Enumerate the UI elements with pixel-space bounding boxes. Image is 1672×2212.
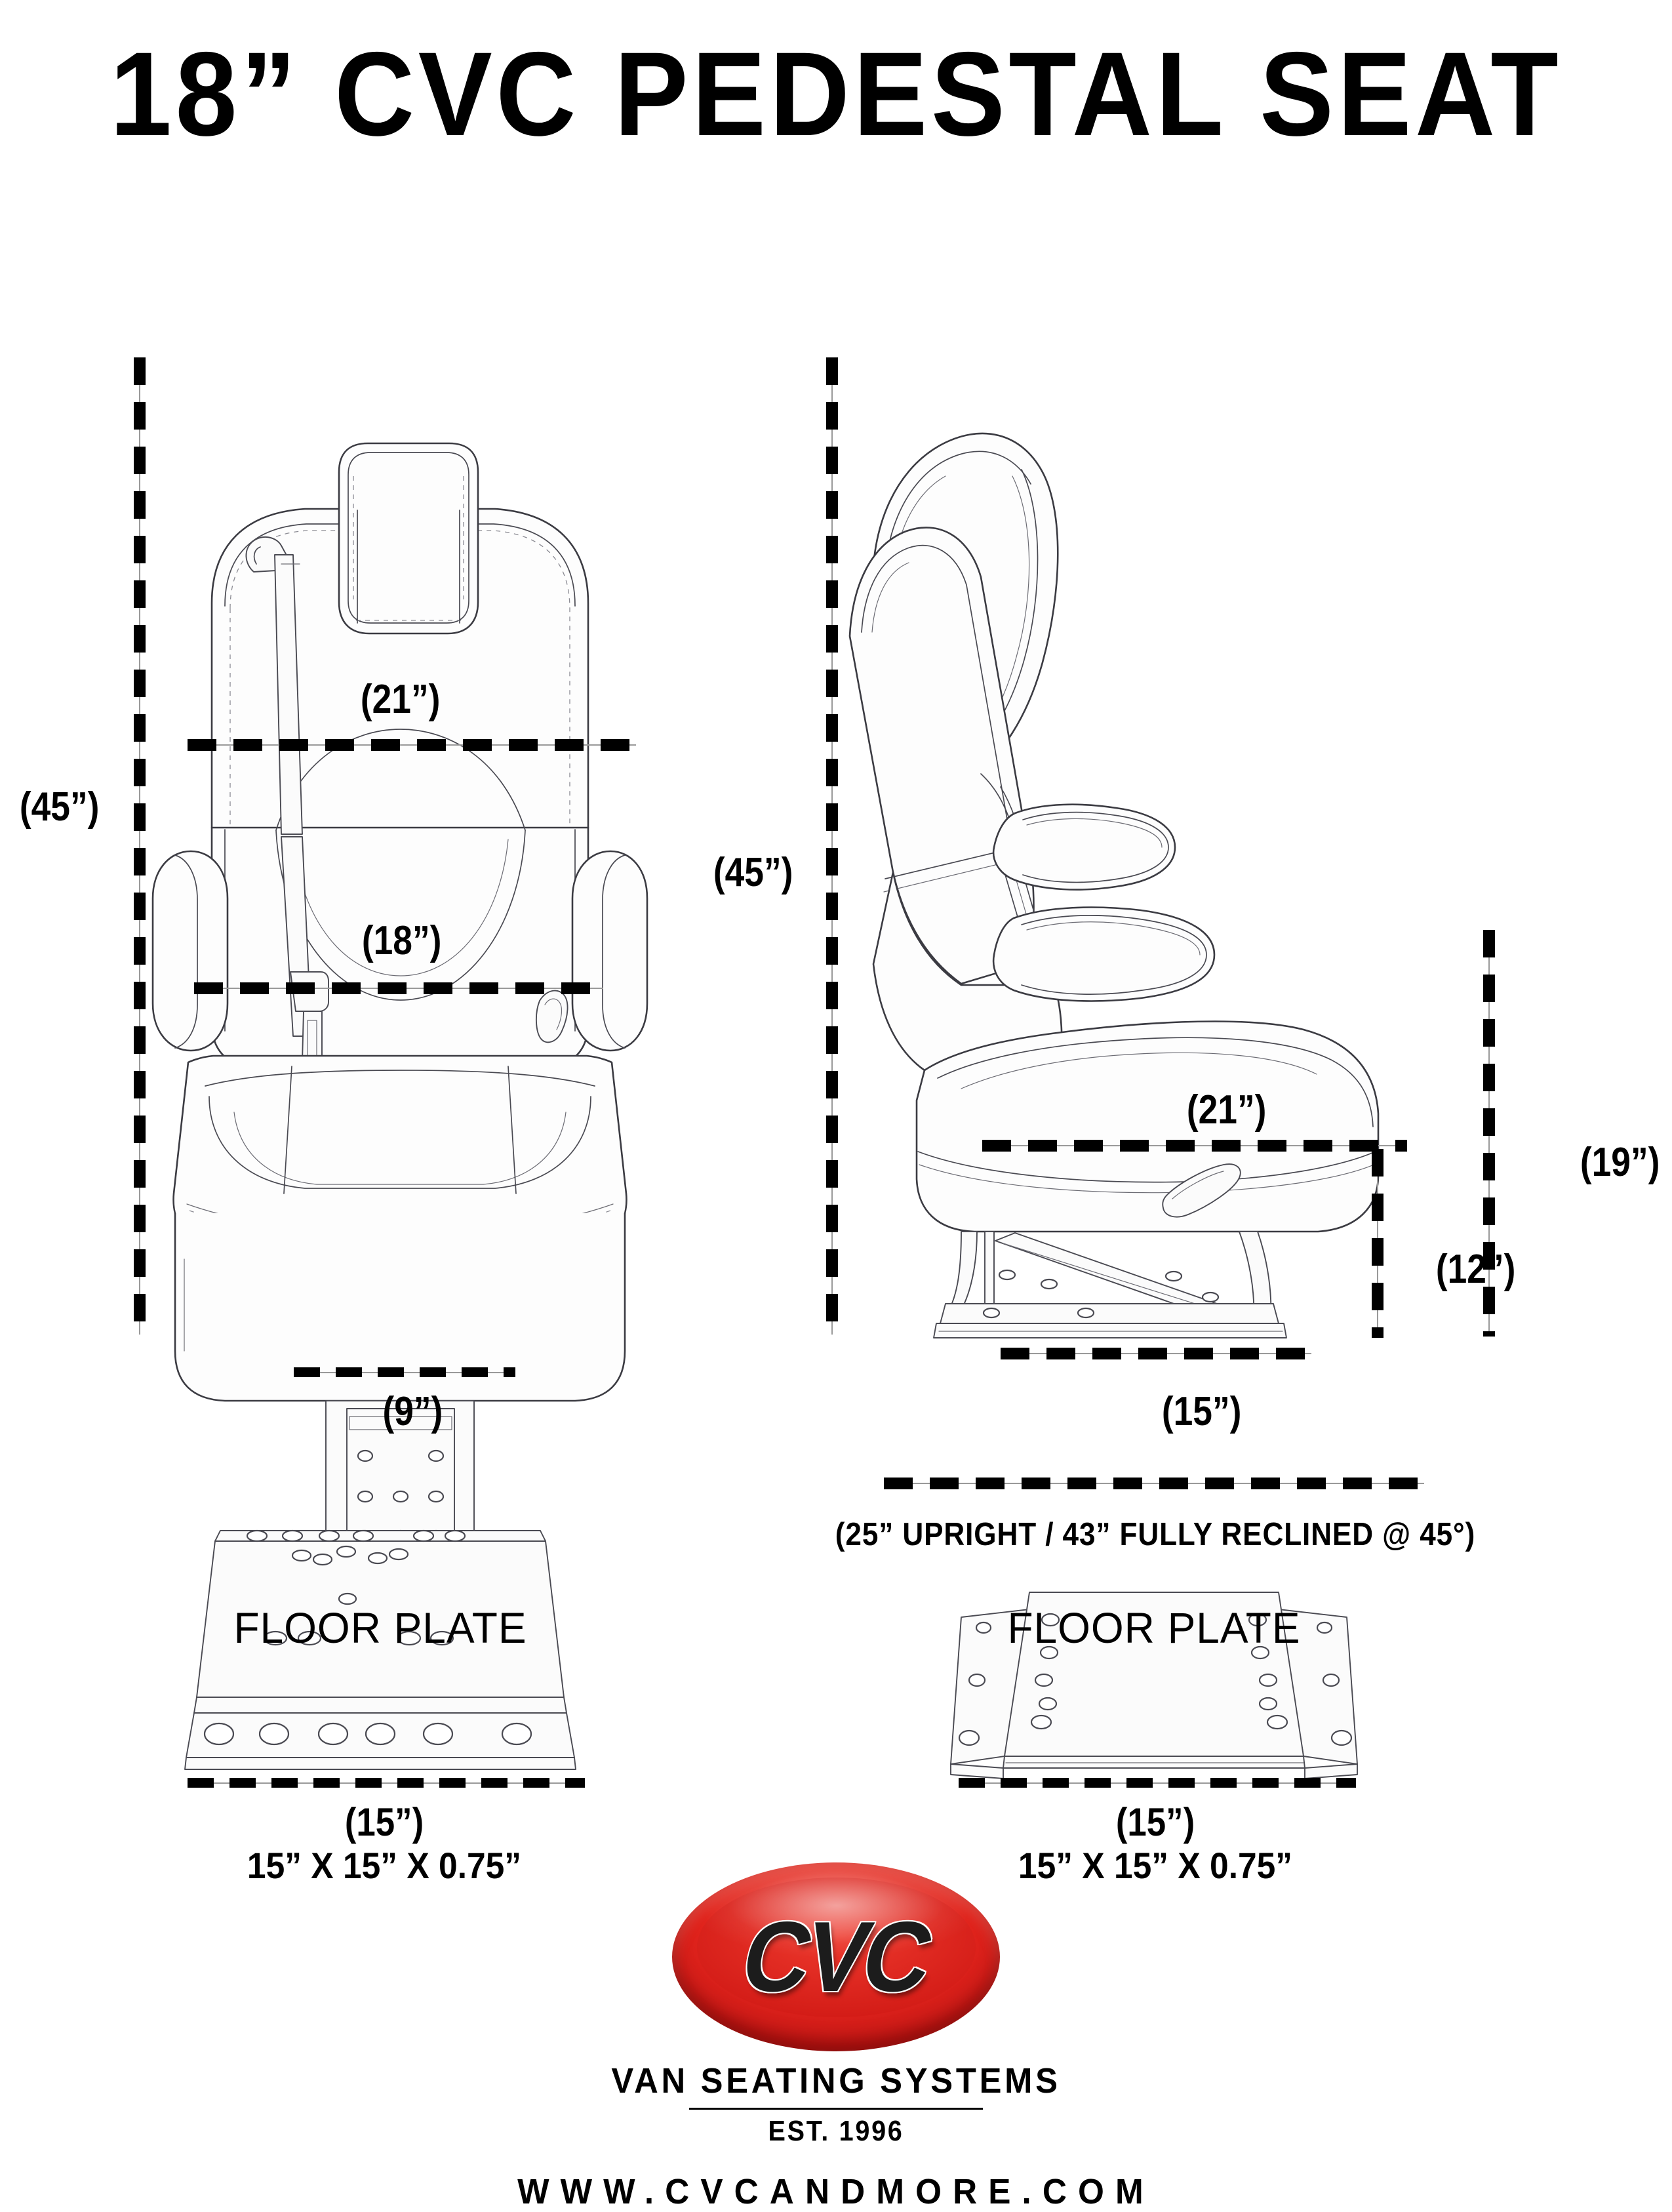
floor-plate-iso-drawing [950, 1587, 1358, 1803]
spec-sheet: 18” CVC PEDESTAL SEAT [19, 27, 1660, 2211]
side-overall-height-dimline [826, 357, 838, 1335]
side-view-drawing [846, 354, 1436, 1344]
company-logo-block: CVC VAN SEATING SYSTEMS EST. 1996 WWW.CV… [0, 1862, 1672, 2212]
side-pedestal-height-dimline [1372, 1149, 1383, 1338]
front-shoulder-width-label: (21”) [360, 677, 441, 722]
floor-plate-iso-width-label: (15”) [1115, 1800, 1195, 1844]
floor-plate-front-label: FLOOR PLATE [233, 1603, 527, 1652]
side-recline-dimline [884, 1478, 1427, 1489]
floor-plate-front-drawing [184, 1521, 577, 1797]
side-pedestal-height-label: (12”) [1435, 1247, 1516, 1292]
side-seat-depth-label: (21”) [1186, 1087, 1267, 1133]
side-overall-height-label: (45”) [713, 850, 793, 895]
logo-website-url: WWW.CVCANDMORE.COM [517, 2172, 1155, 2211]
logo-tagline: VAN SEATING SYSTEMS [611, 2061, 1061, 2101]
side-base-depth-label: (15”) [1161, 1389, 1242, 1434]
logo-divider [689, 2108, 983, 2110]
cvc-wordmark: CVC [732, 1901, 940, 2013]
page-title: 18” CVC PEDESTAL SEAT [109, 27, 1563, 161]
side-recline-note: (25” UPRIGHT / 43” FULLY RECLINED @ 45°) [835, 1517, 1476, 1552]
front-overall-height-label: (45”) [19, 784, 100, 830]
floor-plate-front-spec: 15” X 15” X 0.75” [247, 1845, 522, 1886]
side-base-depth-dimline [1001, 1348, 1314, 1359]
front-pedestal-width-dimline [294, 1367, 515, 1377]
front-shoulder-width-dimline [188, 739, 640, 751]
side-seat-depth-dimline [982, 1140, 1407, 1152]
front-seat-width-dimline [194, 982, 607, 994]
front-seat-width-label: (18”) [361, 918, 442, 963]
side-seat-height-dimline [1483, 930, 1495, 1337]
cvc-logo-oval: CVC [672, 1862, 1000, 2051]
floor-plate-front-width-label: (15”) [344, 1800, 424, 1844]
logo-established: EST. 1996 [768, 2115, 904, 2147]
front-pedestal-width-label: (9”) [382, 1389, 443, 1434]
floor-plate-iso-width-dimline [959, 1778, 1356, 1788]
side-seat-height-label: (19”) [1580, 1140, 1660, 1185]
front-overall-height-dimline [134, 357, 146, 1335]
front-view-drawing [141, 341, 659, 1564]
floor-plate-front-width-dimline [188, 1778, 585, 1788]
floor-plate-iso-label: FLOOR PLATE [1007, 1603, 1301, 1652]
floor-plate-iso-spec: 15” X 15” X 0.75” [1018, 1845, 1293, 1886]
